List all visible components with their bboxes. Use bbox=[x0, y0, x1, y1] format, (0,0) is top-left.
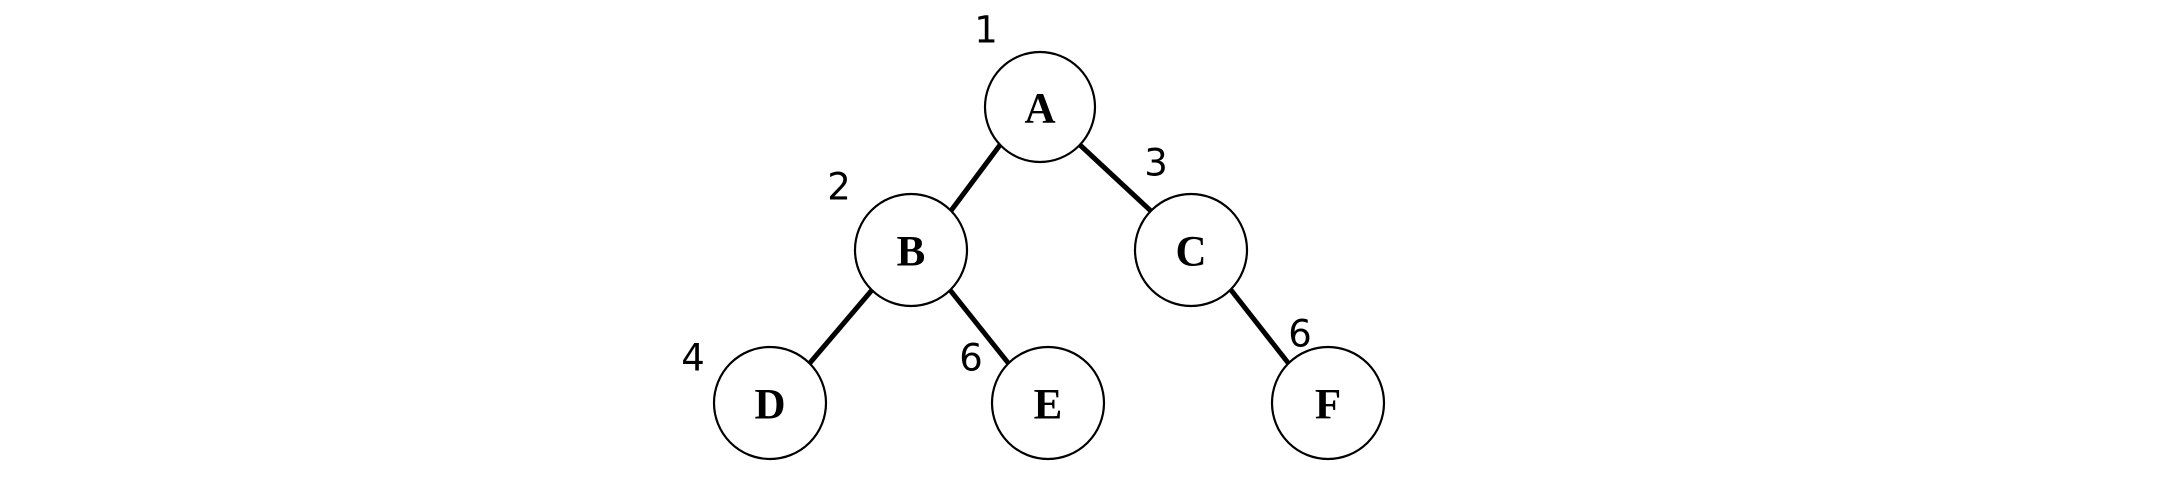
node-label-d: D bbox=[754, 382, 785, 429]
tree-node-b[interactable]: B bbox=[853, 192, 969, 308]
edges-group bbox=[807, 143, 1291, 366]
weight-label-c: 3 bbox=[1144, 142, 1168, 185]
nodes-group: A B C D E F bbox=[712, 50, 1386, 461]
tree-edge-b-e bbox=[948, 288, 1011, 366]
node-label-c: C bbox=[1175, 229, 1206, 276]
tree-edge-a-c bbox=[1078, 143, 1154, 214]
node-label-a: A bbox=[1024, 86, 1055, 133]
tree-edge-a-b bbox=[947, 143, 1003, 214]
weight-label-e: 6 bbox=[959, 337, 983, 380]
node-circle-f bbox=[1270, 345, 1386, 461]
tree-node-a[interactable]: A bbox=[983, 50, 1097, 164]
tree-edge-b-d bbox=[807, 288, 874, 366]
weight-label-b: 2 bbox=[827, 166, 851, 209]
tree-node-d[interactable]: D bbox=[712, 345, 828, 461]
node-circle-c bbox=[1133, 192, 1249, 308]
edge-weight-labels-group: 1 2 3 4 6 6 bbox=[681, 9, 1312, 380]
node-circle-a bbox=[983, 50, 1097, 164]
weight-label-a: 1 bbox=[974, 9, 998, 52]
tree-node-e[interactable]: E bbox=[990, 345, 1106, 461]
node-label-b: B bbox=[897, 229, 926, 276]
node-label-e: E bbox=[1034, 382, 1063, 429]
tree-node-f[interactable]: F bbox=[1270, 345, 1386, 461]
node-circle-d bbox=[712, 345, 828, 461]
node-label-f: F bbox=[1315, 382, 1341, 429]
weight-label-f: 6 bbox=[1288, 313, 1312, 356]
weight-label-d: 4 bbox=[681, 337, 705, 380]
tree-node-c[interactable]: C bbox=[1133, 192, 1249, 308]
node-circle-b bbox=[853, 192, 969, 308]
tree-edge-c-f bbox=[1229, 288, 1291, 366]
node-circle-e bbox=[990, 345, 1106, 461]
